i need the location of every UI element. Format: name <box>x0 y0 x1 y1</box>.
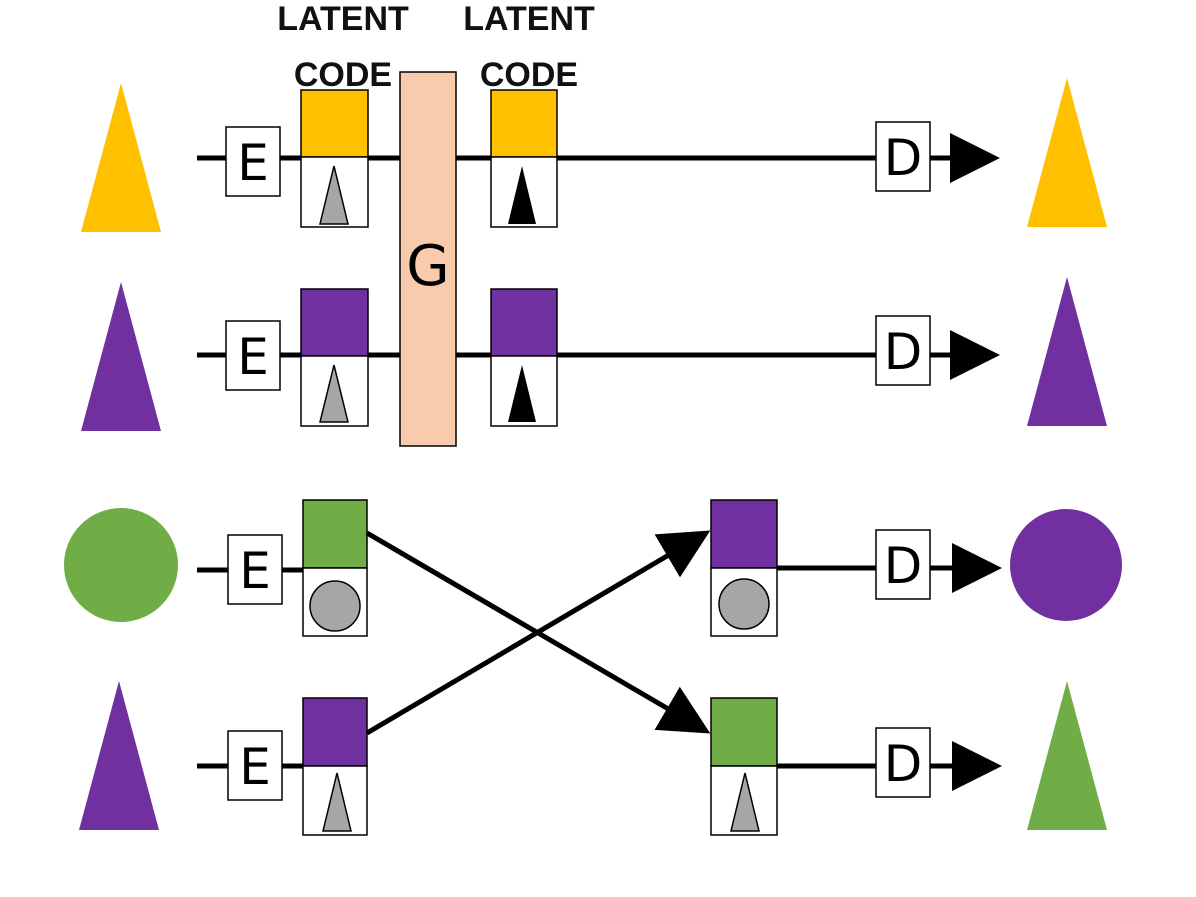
gray-circle-icon <box>309 580 361 632</box>
row-4: E D <box>79 681 1107 836</box>
output-circle-purple <box>1010 509 1122 621</box>
gray-triangle-icon <box>730 772 760 832</box>
header-line-1: LATENT <box>277 0 409 38</box>
code-color-block <box>302 499 368 569</box>
decoder-label: D <box>884 323 923 381</box>
decoder-label: D <box>884 735 923 793</box>
header-line-2: CODE <box>480 56 578 94</box>
row-3: E D <box>64 499 1122 637</box>
header-line-1: LATENT <box>463 0 595 38</box>
output-triangle-yellow <box>1027 78 1107 227</box>
decoder-box: D <box>875 727 931 798</box>
header-latent-code-2: LATENT CODE <box>463 0 595 94</box>
encoder-label: E <box>237 328 269 386</box>
latent-code-out <box>710 499 778 637</box>
input-circle-green <box>64 508 178 622</box>
decoder-box: D <box>875 315 931 386</box>
input-triangle-yellow <box>81 83 161 232</box>
decoder-label: D <box>884 537 923 595</box>
latent-code-out <box>710 697 778 836</box>
input-triangle-purple <box>81 282 161 431</box>
code-color-block <box>710 697 778 767</box>
encoder-box: E <box>227 534 283 605</box>
header-latent-code-1: LATENT CODE <box>277 0 409 94</box>
gray-triangle-icon <box>319 165 349 225</box>
encoder-box: E <box>225 320 281 391</box>
code-color-block <box>302 697 368 767</box>
output-triangle-purple <box>1027 277 1107 426</box>
code-color-block <box>300 89 369 158</box>
latent-code-in <box>302 697 368 836</box>
encoder-label: E <box>237 134 269 192</box>
row-2: E D <box>81 277 1107 431</box>
latent-code-in <box>302 499 368 637</box>
latent-code-in <box>300 288 369 427</box>
encoder-label: E <box>239 738 271 796</box>
latent-code-in <box>300 89 369 228</box>
decoder-box: D <box>875 121 931 192</box>
row-1: E D <box>81 78 1107 232</box>
latent-code-out <box>490 89 558 228</box>
code-color-block <box>300 288 369 357</box>
code-color-block <box>490 89 558 158</box>
generator-block: G <box>399 71 457 447</box>
encoder-box: E <box>225 126 281 197</box>
output-triangle-green <box>1027 681 1107 830</box>
encoder-label: E <box>239 542 271 600</box>
black-triangle-icon <box>508 365 536 422</box>
encoder-box: E <box>227 730 283 801</box>
input-triangle-purple <box>79 681 159 830</box>
swap-arrow-purple-to-top <box>365 530 711 736</box>
gray-circle-icon <box>718 578 770 630</box>
header-line-2: CODE <box>294 56 392 94</box>
black-triangle-icon <box>508 166 536 224</box>
generator-label: G <box>406 234 449 299</box>
gray-triangle-icon <box>319 364 349 423</box>
code-color-block <box>710 499 778 569</box>
code-color-block <box>490 288 558 357</box>
gray-triangle-icon <box>322 772 352 832</box>
decoder-label: D <box>884 129 923 187</box>
decoder-box: D <box>875 529 931 600</box>
latent-code-out <box>490 288 558 427</box>
